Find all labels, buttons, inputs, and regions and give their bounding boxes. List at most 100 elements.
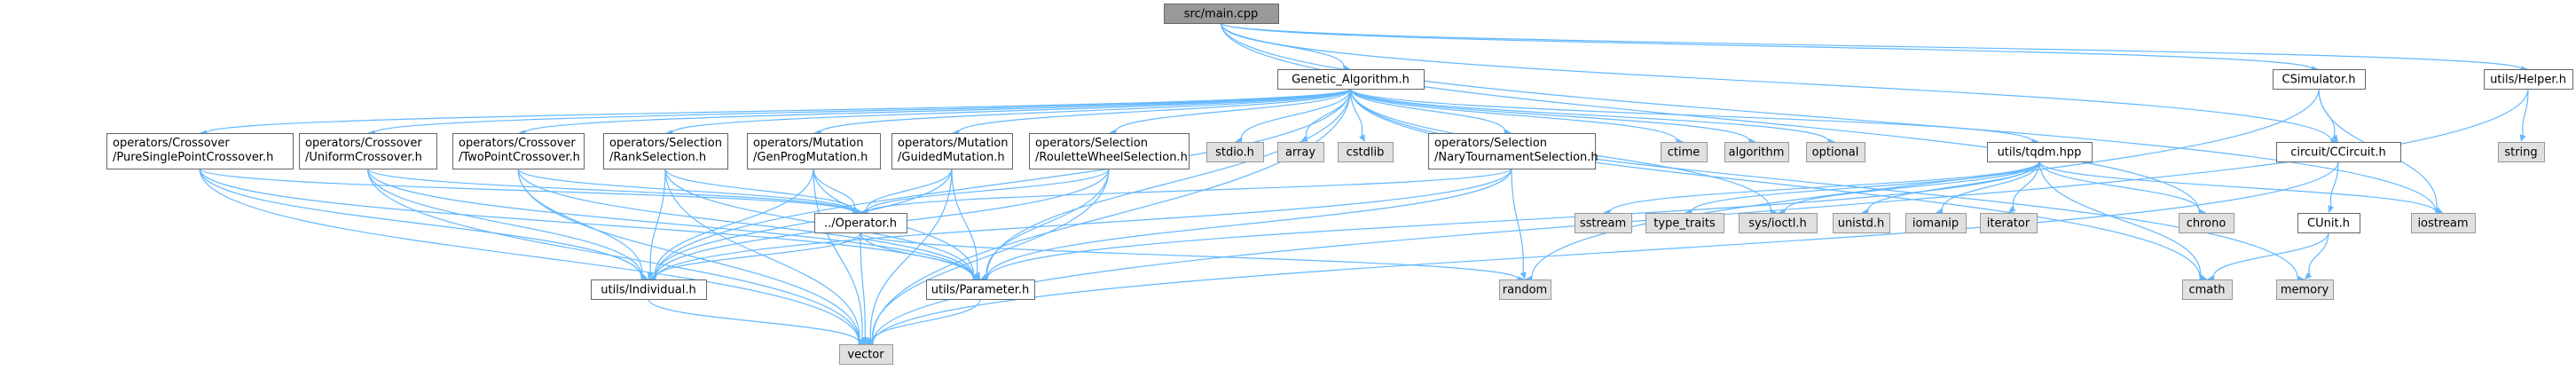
node-tpx[interactable]: operators/Crossover/TwoPointCrossover.h bbox=[452, 133, 585, 169]
arrowhead-ga-to-stdio bbox=[1235, 137, 1243, 144]
arrowhead-operator-to-vector bbox=[861, 336, 868, 344]
node-nts[interactable]: operators/Selection/NaryTournamentSelect… bbox=[1428, 133, 1598, 169]
node-iomanip: iomanip bbox=[1905, 213, 1967, 233]
node-label-ux: operators/Crossover bbox=[305, 137, 422, 150]
node-operator[interactable]: ../Operator.h bbox=[814, 213, 907, 233]
node-box-memory bbox=[2276, 279, 2334, 300]
edge-ga-to-pspx bbox=[206, 88, 1352, 134]
edge-operator-to-vector bbox=[860, 232, 866, 338]
edge-ga-to-tpx bbox=[524, 88, 1352, 134]
node-box-string bbox=[2498, 142, 2545, 162]
edge-gpm-to-vector bbox=[813, 168, 863, 339]
edge-ga-to-stdio bbox=[1241, 88, 1352, 141]
node-label-nts: operators/Selection bbox=[1434, 137, 1547, 150]
node-box-ccircuit bbox=[2276, 142, 2401, 162]
node-ux[interactable]: operators/Crossover/UniformCrossover.h bbox=[299, 133, 437, 169]
node-gpm[interactable]: operators/Mutation/GenProgMutation.h bbox=[747, 133, 881, 169]
edge-ccircuit-to-cunit bbox=[2329, 161, 2339, 207]
arrowhead-tqdm-to-iterator bbox=[2008, 206, 2016, 213]
node-label-random: random bbox=[1503, 284, 1547, 297]
node-cmath: cmath bbox=[2182, 279, 2233, 300]
node-label-iterator: iterator bbox=[1987, 217, 2030, 231]
node-main[interactable]: src/main.cpp bbox=[1164, 4, 1279, 24]
node-gm[interactable]: operators/Mutation/GuidedMutation.h bbox=[891, 133, 1013, 169]
arrowhead-gm-to-vector bbox=[866, 336, 874, 344]
edge-ga-to-gpm bbox=[820, 88, 1352, 134]
node-box-vector bbox=[839, 344, 893, 365]
node-iterator: iterator bbox=[1980, 213, 2038, 233]
edge-ga-to-individual bbox=[655, 88, 1352, 279]
edge-ga-to-cstdlib bbox=[1349, 88, 1363, 137]
node-label-algorithm: algorithm bbox=[1729, 146, 1785, 160]
edge-operator-to-random bbox=[860, 232, 1519, 280]
node-box-rank bbox=[603, 133, 728, 169]
node-rws[interactable]: operators/Selection/RouletteWheelSelecti… bbox=[1029, 133, 1190, 169]
node-label-sstream: sstream bbox=[1580, 217, 1626, 231]
node-label-tpx: /TwoPointCrossover.h bbox=[459, 151, 580, 164]
node-box-main bbox=[1164, 4, 1279, 24]
node-ccircuit[interactable]: circuit/CCircuit.h bbox=[2276, 142, 2401, 162]
edge-rws-to-vector bbox=[871, 168, 1110, 342]
edge-tqdm-to-chrono bbox=[2038, 161, 2200, 212]
node-box-operator bbox=[814, 213, 907, 233]
node-rank[interactable]: operators/Selection/RankSelection.h bbox=[603, 133, 728, 169]
node-pspx[interactable]: operators/Crossover/PureSinglePointCross… bbox=[106, 133, 294, 169]
node-iostream: iostream bbox=[2411, 213, 2476, 233]
edge-cunit-to-memory bbox=[2308, 232, 2329, 275]
node-box-unistd bbox=[1833, 213, 1890, 233]
node-label-vector: vector bbox=[847, 349, 884, 362]
node-box-algorithm bbox=[1724, 142, 1789, 162]
node-label-stdio: stdio.h bbox=[1215, 146, 1254, 160]
node-memory: memory bbox=[2276, 279, 2334, 300]
arrowhead-tqdm-to-cmath bbox=[2199, 274, 2207, 280]
node-box-pspx bbox=[106, 133, 294, 169]
node-box-array bbox=[1277, 142, 1324, 162]
node-label-csim: CSimulator.h bbox=[2282, 74, 2356, 87]
node-individual[interactable]: utils/Individual.h bbox=[591, 279, 707, 300]
node-box-rws bbox=[1029, 133, 1190, 169]
edge-main-to-ccircuit bbox=[1220, 22, 2332, 142]
node-box-cstdlib bbox=[1338, 142, 1394, 162]
node-label-gpm: /GenProgMutation.h bbox=[753, 151, 868, 164]
edge-main-to-helper bbox=[1220, 22, 2522, 70]
node-label-string: string bbox=[2504, 146, 2537, 160]
node-label-pspx: /PureSinglePointCrossover.h bbox=[113, 151, 273, 164]
node-label-rws: operators/Selection bbox=[1035, 137, 1148, 150]
node-label-ccircuit: circuit/CCircuit.h bbox=[2290, 146, 2386, 160]
node-box-cunit bbox=[2297, 213, 2360, 233]
node-box-helper bbox=[2484, 69, 2573, 90]
node-cunit[interactable]: CUnit.h bbox=[2297, 213, 2360, 233]
edge-tpx-to-operator bbox=[517, 168, 854, 214]
node-tqdm[interactable]: utils/tqdm.hpp bbox=[1987, 142, 2093, 162]
node-label-iostream: iostream bbox=[2417, 217, 2468, 231]
edge-ux-to-vector bbox=[366, 168, 860, 343]
edge-main-to-iostream bbox=[1220, 22, 2437, 213]
edge-ux-to-operator bbox=[366, 168, 854, 214]
node-helper[interactable]: utils/Helper.h bbox=[2484, 69, 2573, 90]
node-label-ctime: ctime bbox=[1668, 146, 1700, 160]
edge-tqdm-to-cmath bbox=[2038, 161, 2202, 278]
node-type_traits: type_traits bbox=[1645, 213, 1724, 233]
node-ga[interactable]: Genetic_Algorithm.h bbox=[1277, 69, 1425, 90]
node-box-ux bbox=[299, 133, 437, 169]
node-box-sstream bbox=[1575, 213, 1632, 233]
edge-nts-to-operator bbox=[867, 168, 1512, 214]
node-csim[interactable]: CSimulator.h bbox=[2273, 69, 2366, 90]
node-box-nts bbox=[1428, 133, 1596, 169]
edge-tqdm-to-iomanip bbox=[1942, 161, 2040, 212]
arrowhead-tqdm-to-iomanip bbox=[1936, 208, 1944, 215]
edges-layer bbox=[199, 22, 2529, 347]
edge-tqdm-to-sysioctl bbox=[1784, 161, 2040, 213]
edge-pspx-to-vector bbox=[199, 168, 860, 343]
node-box-stdio bbox=[1206, 142, 1264, 162]
node-label-tqdm: utils/tqdm.hpp bbox=[1998, 146, 2082, 160]
edge-nts-to-random bbox=[1511, 168, 1524, 273]
edge-ga-to-nts bbox=[1349, 88, 1505, 133]
edge-rws-to-operator bbox=[867, 168, 1110, 213]
edge-ga-to-algorithm bbox=[1349, 88, 1750, 142]
node-string: string bbox=[2498, 142, 2545, 162]
node-parameter[interactable]: utils/Parameter.h bbox=[926, 279, 1035, 300]
arrowhead-tpx-to-individual bbox=[640, 273, 648, 280]
edge-rank-to-vector bbox=[664, 168, 860, 342]
node-label-helper: utils/Helper.h bbox=[2490, 74, 2566, 87]
